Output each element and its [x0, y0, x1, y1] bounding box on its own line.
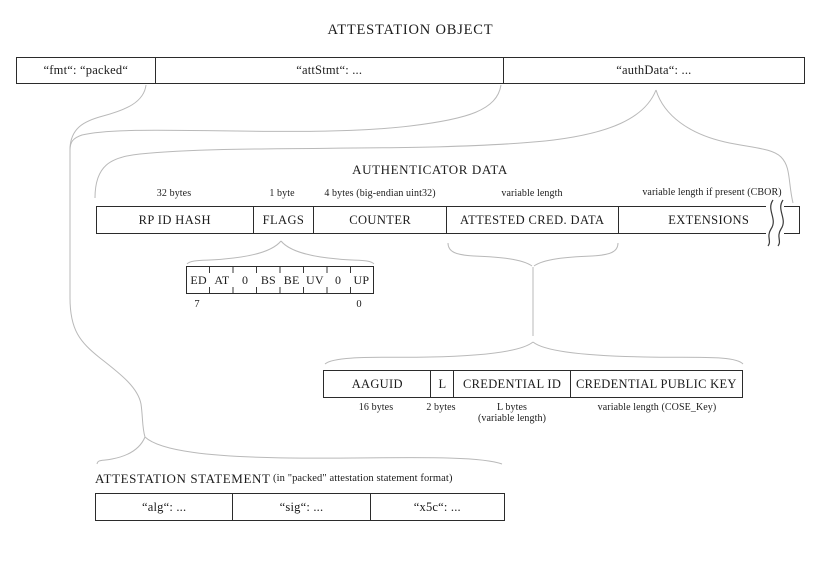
size-label-credential-id-note: (variable length) [477, 413, 547, 424]
size-label-length: 2 bytes [426, 402, 456, 413]
flag-bit-up: UP [353, 272, 370, 287]
aaguid-cell: AAGUID [351, 376, 403, 391]
size-label-extensions: variable length if present (CBOR) [642, 187, 782, 198]
flags-bits-box: ED AT 0 BS BE UV 0 UP [186, 266, 374, 294]
flag-bit-rfu0: 0 [335, 272, 342, 287]
flag-bit-at: AT [214, 272, 230, 287]
size-label-counter: 4 bytes (big-endian uint32) [324, 188, 436, 199]
extensions-cell: EXTENSIONS [617, 207, 799, 233]
length-cell: L [430, 371, 453, 397]
counter-cell: COUNTER [313, 207, 446, 233]
attestation-statement-note: (in "packed" attestation statement forma… [273, 473, 453, 484]
rp-id-hash-cell: RP ID HASH [138, 212, 211, 227]
flag-bit-rfu1: 0 [242, 272, 249, 287]
flag-bit-ed: ED [190, 272, 207, 287]
credential-public-key-cell: CREDENTIAL PUBLIC KEY [569, 371, 742, 397]
size-label-attested-cred: variable length [501, 188, 563, 199]
authenticator-data-row: RP ID HASH FLAGS COUNTER ATTESTED CRED. … [96, 206, 800, 234]
attestation-statement-heading: ATTESTATION STATEMENT [95, 471, 271, 486]
bit-position-0: 0 [356, 299, 362, 310]
flag-bit-bs: BS [260, 272, 276, 287]
authenticator-data-heading: AUTHENTICATOR DATA [352, 162, 508, 177]
diagram-title: ATTESTATION OBJECT [327, 22, 494, 38]
attestation-object-row: “fmt“: “packed“ “attStmt“: ... “authData… [16, 57, 805, 84]
attstmt-cell: “attStmt“: ... [154, 58, 503, 83]
bit-position-7: 7 [194, 299, 200, 310]
attested-cred-data-cell: ATTESTED CRED. DATA [446, 207, 618, 233]
size-label-credential-public-key: variable length (COSE_Key) [597, 402, 717, 413]
brace-flags [186, 240, 375, 265]
sig-cell: “sig“: ... [232, 494, 369, 520]
size-label-aaguid: 16 bytes [358, 402, 394, 413]
flag-bit-be: BE [283, 272, 300, 287]
flag-bit-uv: UV [306, 272, 324, 287]
brace-attested-cred-data [447, 242, 619, 336]
attested-credential-data-row: AAGUID L CREDENTIAL ID CREDENTIAL PUBLIC… [323, 370, 743, 398]
x5c-cell: “x5c“: ... [369, 494, 504, 520]
brace-aaguid-row [324, 341, 744, 365]
flags-cell: FLAGS [252, 207, 314, 233]
size-label-rpidhash: 32 bytes [156, 188, 192, 199]
credential-id-cell: CREDENTIAL ID [453, 371, 569, 397]
alg-cell: “alg“: ... [141, 499, 187, 514]
brace-attestation-statement [96, 436, 503, 465]
size-label-flags: 1 byte [269, 188, 295, 199]
authdata-cell: “authData“: ... [502, 58, 804, 83]
size-label-credential-id: L bytes [496, 402, 528, 413]
fmt-cell: “fmt“: “packed“ [43, 63, 129, 77]
attestation-statement-row: “alg“: ... “sig“: ... “x5c“: ... [95, 493, 505, 521]
